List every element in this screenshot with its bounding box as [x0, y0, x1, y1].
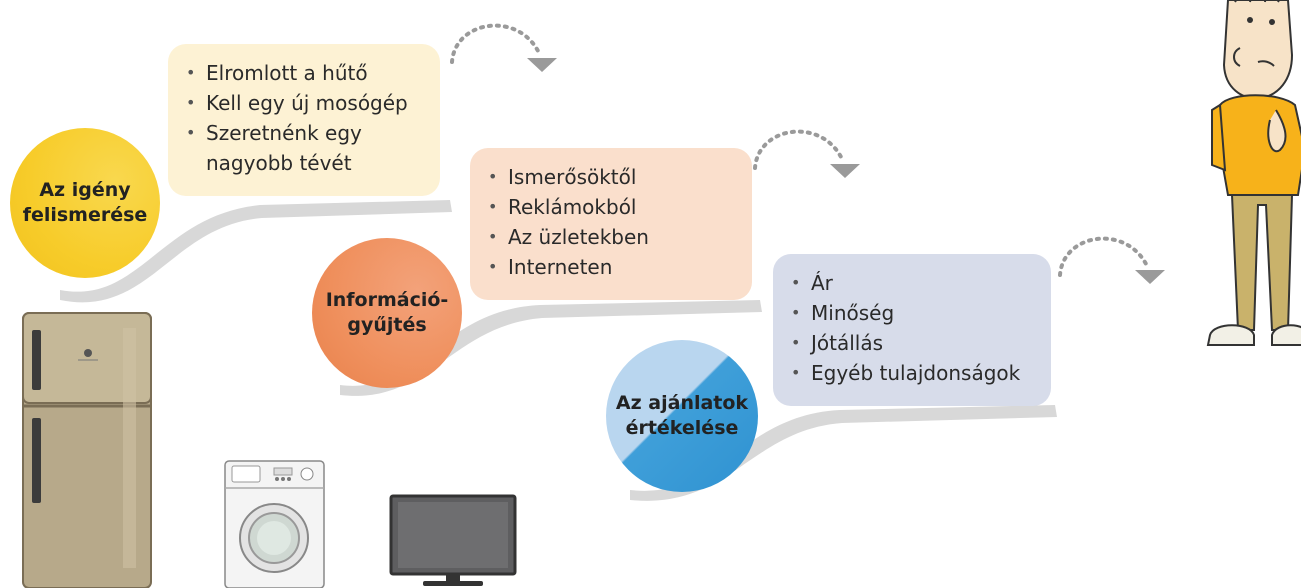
step-2-list: Ismerősöktől Reklámokból Az üzletekben I…	[486, 162, 736, 282]
step-3-title-line1: Az ajánlatok	[615, 392, 749, 414]
washing-machine-icon	[224, 460, 325, 588]
refrigerator-icon	[22, 312, 152, 588]
list-item-continuation: nagyobb tévét	[206, 151, 352, 175]
step-3-title-line2: értékelése	[625, 417, 739, 439]
step-3-circle: Az ajánlatok értékelése	[606, 340, 758, 492]
step-2-title-line1: Információ-	[325, 289, 449, 311]
list-item: Szeretnénk egy	[184, 118, 424, 148]
list-item: Minőség	[789, 298, 1035, 328]
thinking-man-icon	[1206, 0, 1301, 346]
step-2-title-line2: gyűjtés	[347, 314, 427, 336]
swoosh-step-1	[60, 200, 452, 303]
step-3-list: Ár Minőség Jótállás Egyéb tulajdonságok	[789, 268, 1035, 388]
list-item: Egyéb tulajdonságok	[789, 358, 1035, 388]
step-1-circle: Az igény felismerése	[10, 128, 160, 278]
step-1-title-line1: Az igény	[39, 179, 131, 201]
list-item: Ismerősöktől	[486, 162, 736, 192]
step-1-list: Elromlott a hűtő Kell egy új mosógép Sze…	[184, 58, 424, 178]
list-item: Jótállás	[789, 328, 1035, 358]
step-1-box: Elromlott a hűtő Kell egy új mosógép Sze…	[168, 44, 440, 196]
step-2-box: Ismerősöktől Reklámokból Az üzletekben I…	[470, 148, 752, 300]
step-1-title-line2: felismerése	[22, 204, 148, 226]
step-2-circle: Információ- gyűjtés	[312, 238, 462, 388]
step-3-box: Ár Minőség Jótállás Egyéb tulajdonságok	[773, 254, 1051, 406]
list-item: Interneten	[486, 252, 736, 282]
list-item: Elromlott a hűtő	[184, 58, 424, 88]
tv-icon	[389, 494, 517, 586]
list-item: Kell egy új mosógép	[184, 88, 424, 118]
list-item: Ár	[789, 268, 1035, 298]
list-item: Az üzletekben	[486, 222, 736, 252]
list-item: Reklámokból	[486, 192, 736, 222]
